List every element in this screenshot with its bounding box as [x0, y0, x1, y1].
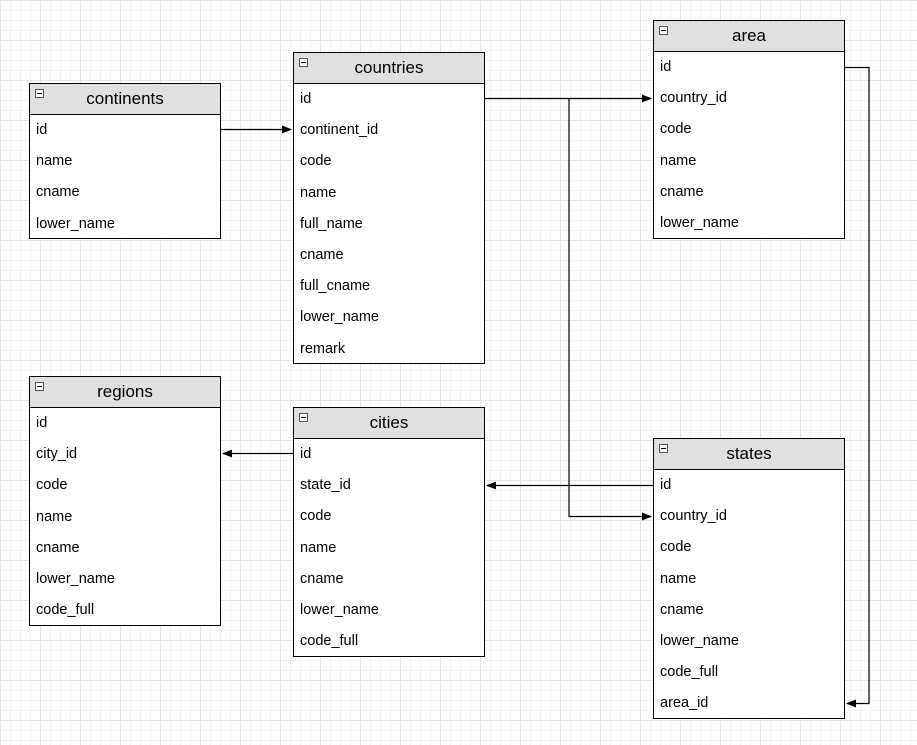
field-id[interactable]: id — [660, 477, 672, 493]
field-lower-name[interactable]: lower_name — [660, 214, 739, 231]
field-full-cname[interactable]: full_cname — [300, 278, 371, 295]
field-state-id[interactable]: state_id — [300, 477, 351, 494]
field-cname[interactable]: cname — [300, 570, 344, 587]
table-title: countries — [354, 58, 424, 77]
table-header[interactable]: area — [654, 21, 844, 52]
collapse-icon[interactable] — [299, 413, 308, 422]
table-regions[interactable]: regions id city_id code name cname lower… — [29, 376, 221, 626]
field-code[interactable]: code — [660, 539, 692, 556]
table-countries[interactable]: countries id continent_id code name full… — [293, 52, 485, 364]
field-city-id[interactable]: city_id — [36, 446, 78, 463]
field-cname[interactable]: cname — [36, 539, 80, 556]
table-title: regions — [97, 382, 153, 401]
field-name[interactable]: name — [300, 539, 337, 556]
field-country-id[interactable]: country_id — [660, 508, 727, 525]
table-area[interactable]: area id country_id code name cname lower… — [653, 20, 845, 239]
field-name[interactable]: name — [36, 508, 73, 525]
field-lower-name[interactable]: lower_name — [36, 570, 115, 587]
field-continent-id[interactable]: continent_id — [300, 122, 379, 139]
collapse-icon[interactable] — [659, 26, 668, 35]
field-code[interactable]: code — [300, 508, 332, 525]
field-id[interactable]: id — [36, 415, 48, 431]
field-id[interactable]: id — [300, 91, 312, 107]
field-country-id[interactable]: country_id — [660, 90, 727, 107]
field-cname[interactable]: cname — [36, 184, 80, 201]
table-title: continents — [86, 89, 164, 108]
field-cname[interactable]: cname — [660, 601, 704, 618]
field-code[interactable]: code — [300, 153, 332, 170]
table-cities[interactable]: cities id state_id code name cname lower… — [293, 407, 485, 657]
field-lower-name[interactable]: lower_name — [660, 632, 739, 649]
field-full-name[interactable]: full_name — [300, 215, 363, 232]
table-continents[interactable]: continents id name cname lower_name — [29, 83, 221, 239]
collapse-icon[interactable] — [299, 58, 308, 67]
field-code[interactable]: code — [36, 477, 68, 494]
table-header[interactable]: regions — [30, 377, 220, 408]
collapse-icon[interactable] — [659, 444, 668, 453]
table-header[interactable]: countries — [294, 53, 484, 84]
table-states[interactable]: states id country_id code name cname low… — [653, 438, 845, 719]
field-id[interactable]: id — [660, 59, 672, 75]
table-title: states — [726, 444, 772, 463]
field-name[interactable]: name — [660, 152, 697, 169]
field-cname[interactable]: cname — [660, 183, 704, 200]
relation-countries-states[interactable] — [568, 98, 652, 521]
field-area-id[interactable]: area_id — [660, 695, 709, 712]
field-code-full[interactable]: code_full — [300, 633, 359, 650]
field-lower-name[interactable]: lower_name — [300, 309, 379, 326]
field-name[interactable]: name — [300, 184, 337, 201]
table-header[interactable]: states — [654, 439, 844, 470]
table-title: area — [731, 26, 767, 45]
relation-area-states[interactable] — [845, 66, 870, 708]
field-lower-name[interactable]: lower_name — [300, 601, 379, 618]
field-remark[interactable]: remark — [300, 340, 346, 357]
field-id[interactable]: id — [36, 122, 48, 138]
field-code-full[interactable]: code_full — [660, 664, 719, 681]
table-title: cities — [369, 413, 409, 432]
table-header[interactable]: continents — [30, 84, 220, 115]
field-lower-name[interactable]: lower_name — [36, 215, 115, 232]
field-name[interactable]: name — [36, 153, 73, 170]
collapse-icon[interactable] — [35, 89, 44, 98]
field-code-full[interactable]: code_full — [36, 602, 95, 619]
collapse-icon[interactable] — [35, 382, 44, 391]
field-code[interactable]: code — [660, 121, 692, 138]
field-id[interactable]: id — [300, 446, 312, 462]
table-header[interactable]: cities — [294, 408, 484, 439]
field-name[interactable]: name — [660, 570, 697, 587]
field-cname[interactable]: cname — [300, 246, 344, 263]
